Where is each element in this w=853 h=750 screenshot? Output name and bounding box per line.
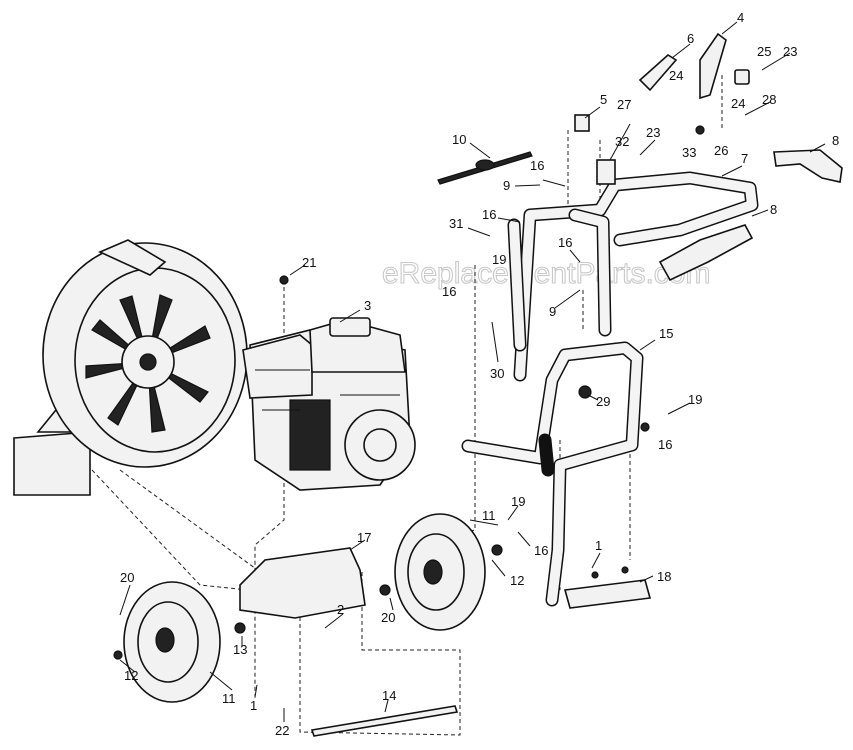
callout-16-b: 16 [482, 207, 496, 222]
callout-9-a: 9 [503, 178, 510, 193]
handle-upper [507, 171, 759, 382]
callout-6: 6 [687, 31, 694, 46]
callout-11-right: 11 [482, 508, 496, 523]
engine [242, 317, 416, 491]
hardware [113, 32, 750, 660]
callout-12-left: 12 [124, 668, 138, 683]
axle [310, 705, 459, 737]
callout-30: 30 [490, 366, 504, 381]
callout-5: 5 [600, 92, 607, 107]
callout-9-b: 9 [549, 304, 556, 319]
blower-housing [13, 239, 248, 496]
callout-18: 18 [657, 569, 671, 584]
callout-20-left: 20 [120, 570, 134, 585]
callout-15: 15 [659, 326, 673, 341]
wheel-bracket [239, 547, 366, 619]
stand-bracket [563, 579, 652, 609]
impeller [85, 294, 211, 433]
callout-33: 33 [682, 145, 696, 160]
hand-grip-right [773, 149, 843, 183]
hand-grip-left [658, 224, 754, 282]
callout-7: 7 [741, 151, 748, 166]
callout-32: 32 [615, 134, 629, 149]
callout-16-a: 16 [530, 158, 544, 173]
callout-1-left: 1 [250, 698, 257, 713]
callout-8-mid: 8 [770, 202, 777, 217]
callout-29: 29 [596, 394, 610, 409]
callout-21: 21 [302, 255, 316, 270]
callout-19-c: 19 [511, 494, 525, 509]
callout-20-right: 20 [381, 610, 395, 625]
callout-10: 10 [452, 132, 466, 147]
callout-24-left: 24 [669, 68, 683, 83]
callout-23-top: 23 [783, 44, 797, 59]
callouts: 21 3 4 6 25 23 24 24 28 5 27 23 32 33 26… [120, 10, 839, 738]
throttle-bracket [699, 32, 727, 100]
callout-13: 13 [233, 642, 247, 657]
callout-4: 4 [737, 10, 744, 25]
callout-28: 28 [762, 92, 776, 107]
callout-19-b: 19 [688, 392, 702, 407]
callout-12-right: 12 [510, 573, 524, 588]
callout-16-d: 16 [442, 284, 456, 299]
callout-19-a: 19 [492, 252, 506, 267]
callout-3: 3 [364, 298, 371, 313]
callout-22: 22 [275, 723, 289, 738]
throttle-lever [638, 54, 678, 92]
wheel-right [394, 513, 486, 631]
callout-8-top: 8 [832, 133, 839, 148]
callout-26: 26 [714, 143, 728, 158]
callout-16-f: 16 [534, 543, 548, 558]
callout-14: 14 [382, 688, 396, 703]
leader-lines [119, 21, 826, 722]
callout-16-c: 16 [558, 235, 572, 250]
callout-25: 25 [757, 44, 771, 59]
callout-27: 27 [617, 97, 631, 112]
watermark: eReplacementParts.com [382, 257, 710, 290]
lower-frame [461, 341, 644, 607]
callout-17: 17 [357, 530, 371, 545]
callout-31: 31 [449, 216, 463, 231]
wheel-left [123, 581, 221, 703]
callout-11-left: 11 [222, 691, 236, 706]
callout-23-mid: 23 [646, 125, 660, 140]
callout-2: 2 [337, 602, 344, 617]
callout-16-e: 16 [658, 437, 672, 452]
callout-1-right: 1 [595, 538, 602, 553]
callout-24-right: 24 [731, 96, 745, 111]
